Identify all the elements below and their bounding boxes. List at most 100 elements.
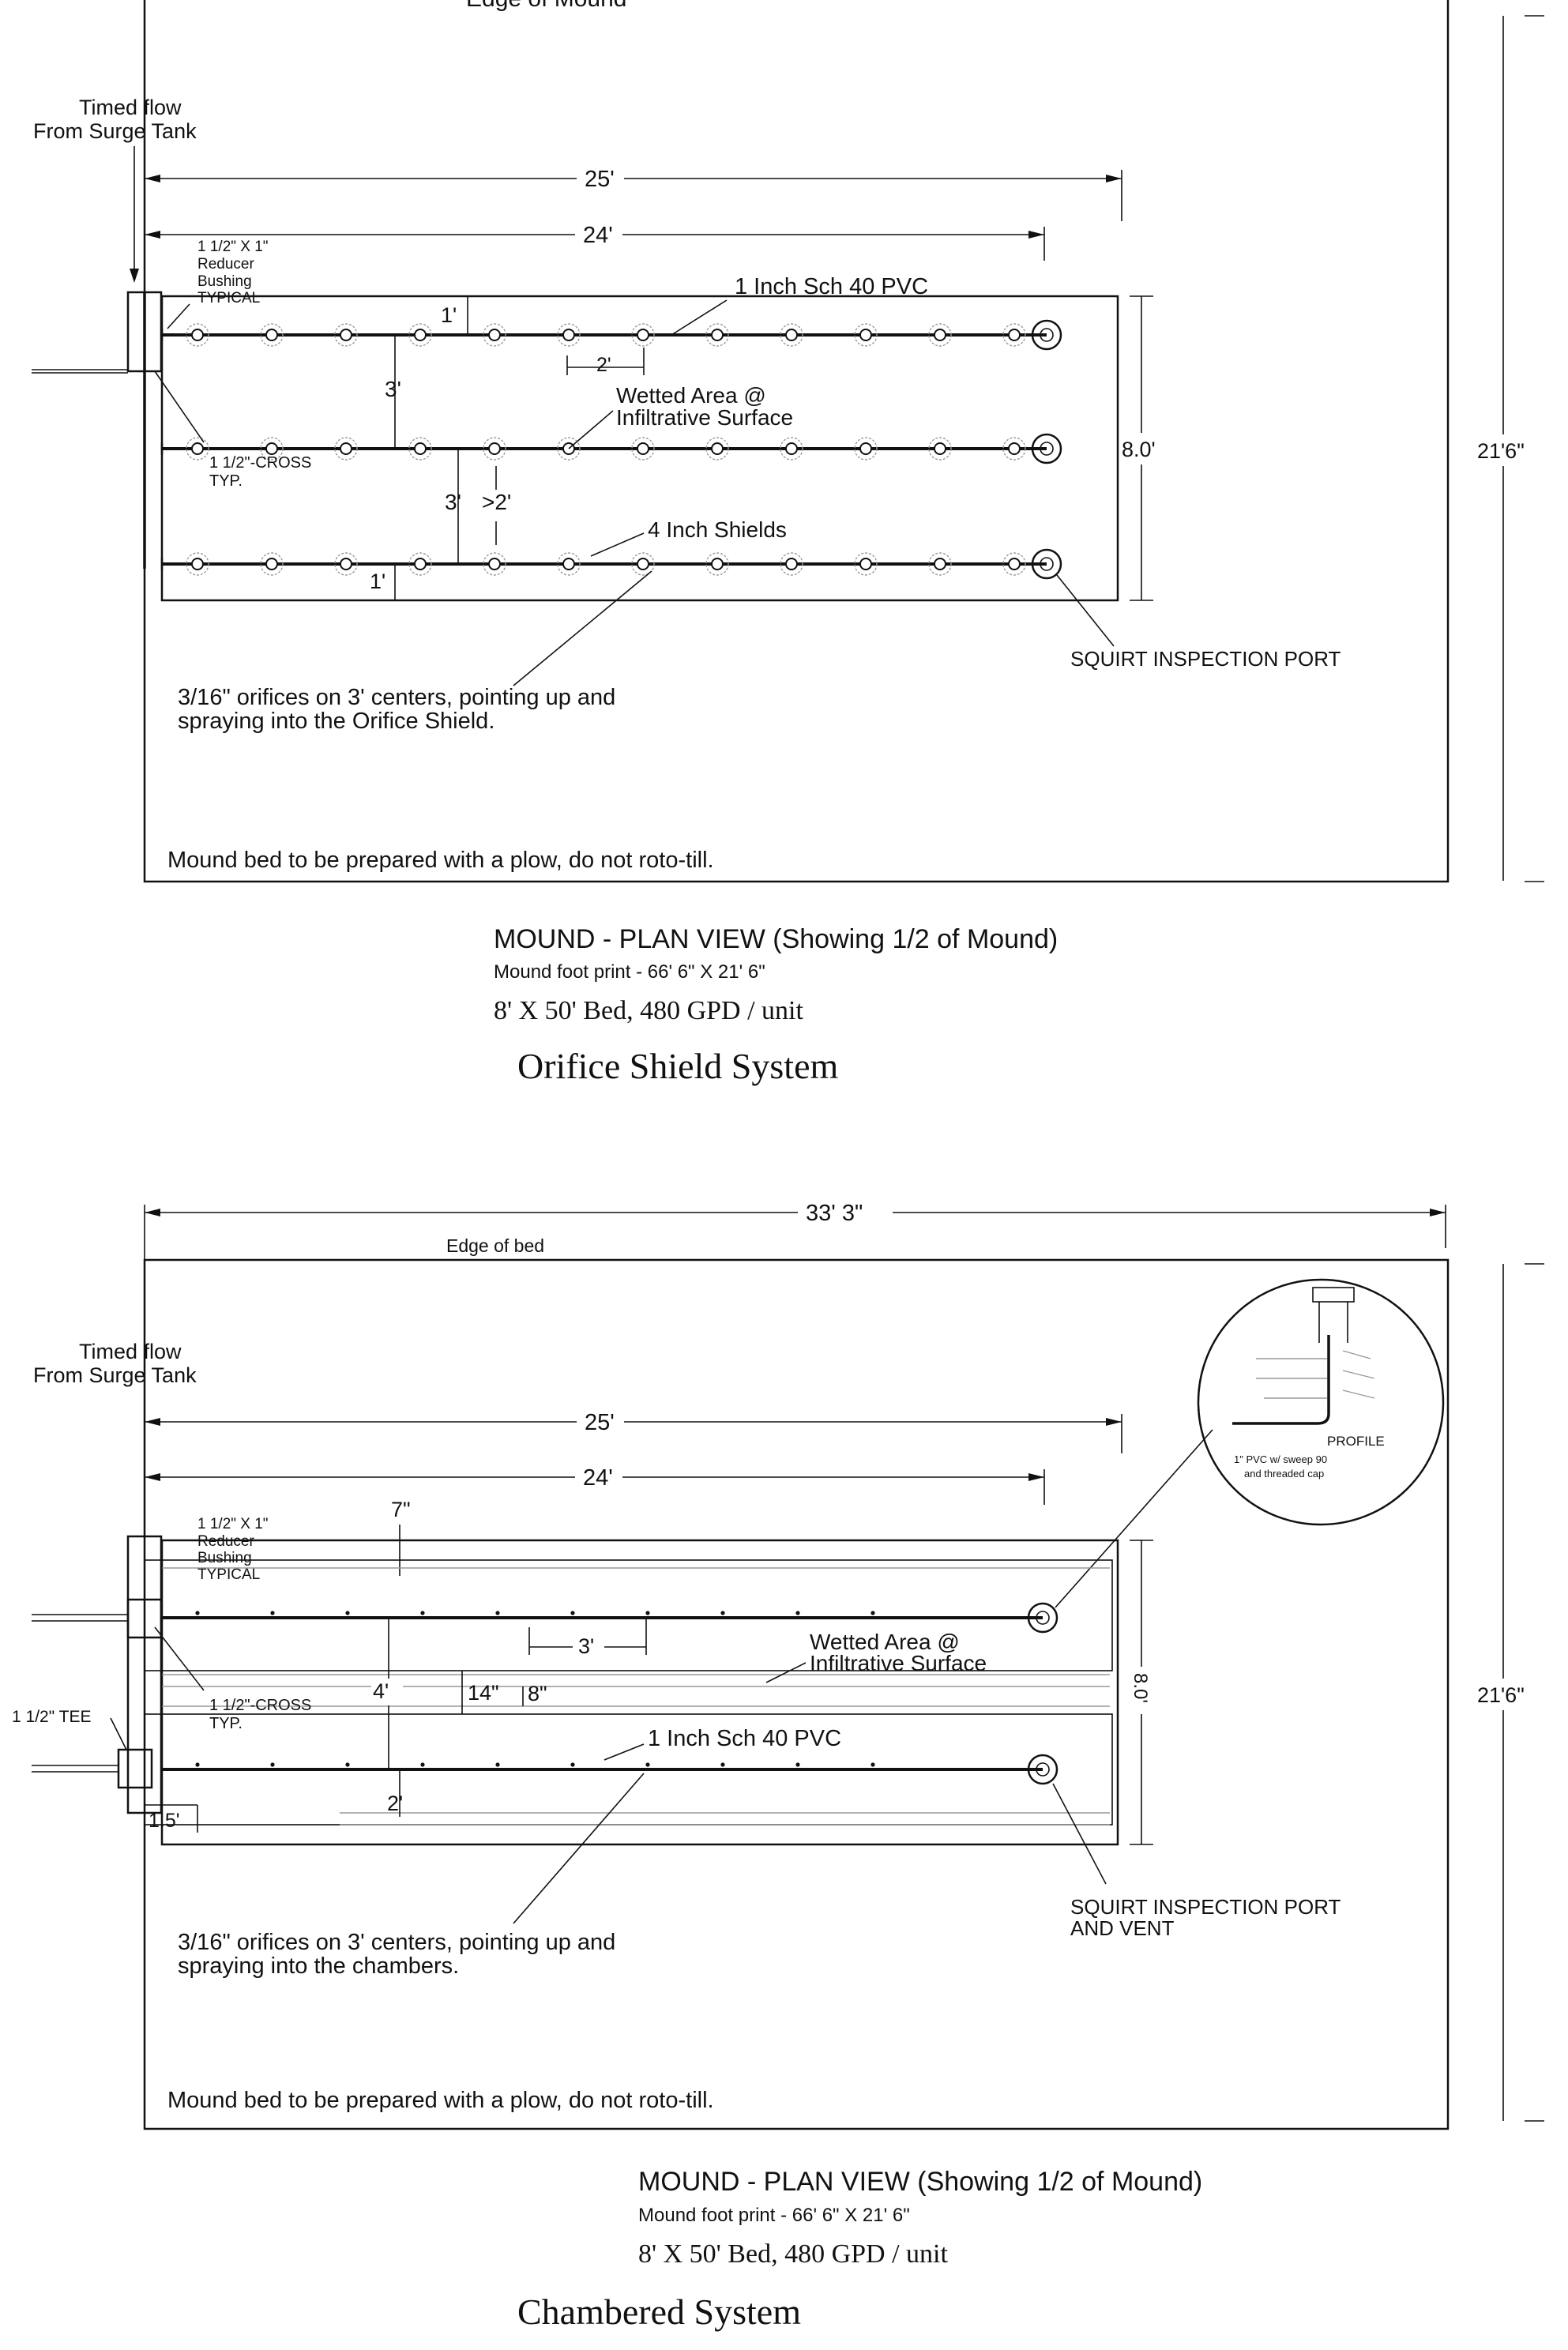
orifice-shield	[1002, 552, 1026, 576]
orifice-shield	[260, 437, 284, 461]
dim-1-bottom: 1'	[370, 570, 385, 593]
tee-fitting	[117, 1748, 153, 1789]
wetted-area-label-1-b: Wetted Area @	[810, 1630, 960, 1654]
orifice-dot	[195, 1762, 200, 1767]
caption-bed: 8' X 50' Bed, 480 GPD / unit	[494, 996, 803, 1025]
orifice-shield-core	[711, 329, 724, 341]
orifice-shield	[928, 323, 952, 347]
dim-7-in: 7"	[391, 1498, 411, 1521]
orifice-shield-core	[934, 329, 946, 341]
profile-desc-2: and threaded cap	[1244, 1468, 1324, 1480]
manifold-bottom	[126, 1535, 163, 1814]
system-name: Orifice Shield System	[517, 1046, 838, 1086]
orifice-note-2: spraying into the Orifice Shield.	[178, 709, 494, 734]
orifice-dot	[645, 1611, 650, 1615]
profile-inset: PROFILE 1" PVC w/ sweep 90 and threaded …	[1197, 1278, 1445, 1526]
orifice-shield-core	[637, 329, 649, 341]
dim-1-top: 1'	[441, 303, 457, 327]
orifice-shield-core	[191, 558, 204, 570]
orifice-shield	[557, 552, 581, 576]
orifice-shield	[334, 323, 358, 347]
orifice-shield-core	[562, 329, 575, 341]
lateral-pipes	[160, 329, 1047, 570]
orifice-dot	[420, 1611, 425, 1615]
orifice-shield	[483, 552, 506, 576]
orifice-shield-core	[711, 558, 724, 570]
orifice-shields	[186, 323, 1026, 576]
cross-label-1: 1 1/2"-CROSS	[209, 454, 311, 472]
caption-bed-b: 8' X 50' Bed, 480 GPD / unit	[638, 2239, 948, 2269]
orifice-shield-core	[1008, 442, 1021, 455]
dim-2-b: 2'	[387, 1792, 403, 1815]
orifice-dot	[495, 1611, 500, 1615]
dim-24-label: 24'	[583, 223, 613, 248]
dim-24-label-b: 24'	[583, 1465, 613, 1491]
orifice-shield-core	[711, 442, 724, 455]
squirt-inspection-ports	[1031, 319, 1062, 580]
orifice-shield-core	[340, 558, 352, 570]
edge-of-mound-label: Edge of Mound	[466, 0, 626, 12]
orifice-shield	[854, 552, 878, 576]
orifice-shield	[928, 552, 952, 576]
orifice-dot	[420, 1762, 425, 1767]
orifice-shield-core	[191, 329, 204, 341]
pipe-label-b: 1 Inch Sch 40 PVC	[648, 1726, 841, 1751]
pipe-label: 1 Inch Sch 40 PVC	[735, 274, 928, 299]
orifice-shield-core	[785, 442, 798, 455]
orifice-shield	[260, 552, 284, 576]
timed-flow-label-2-b: From Surge Tank	[33, 1363, 197, 1387]
cross-label-2-b: TYP.	[209, 1715, 243, 1732]
caption-footprint-b: Mound foot print - 66' 6" X 21' 6"	[638, 2205, 910, 2226]
wetted-area-label-2-b: Infiltrative Surface	[810, 1651, 987, 1675]
reducer-label-3-b: Bushing	[197, 1550, 252, 1566]
inspection-port-3	[1031, 548, 1062, 580]
orifice-shield	[631, 323, 655, 347]
orifice-shield-core	[414, 329, 427, 341]
orifice-shield	[483, 437, 506, 461]
orifice-shield-core	[859, 442, 872, 455]
orifice-note-1-b: 3/16" orifices on 3' centers, pointing u…	[178, 1930, 615, 1955]
orifice-shield-plan: Edge of Mound Timed flow From Surge Tank…	[32, 0, 1548, 1086]
orifice-shield	[408, 437, 432, 461]
profile-label: PROFILE	[1327, 1434, 1385, 1449]
reducer-label-2: Reducer	[197, 256, 254, 273]
profile-circle	[1197, 1278, 1445, 1526]
timed-flow-label-1: Timed flow	[79, 96, 182, 119]
orifice-shield-core	[488, 442, 501, 455]
orifice-shield	[705, 552, 729, 576]
orifice-shield-core	[265, 558, 278, 570]
orifice-shield	[928, 437, 952, 461]
orifice-shield	[334, 552, 358, 576]
bed-outline-bottom	[160, 1539, 1119, 1846]
manifold-cross-bottom	[126, 1598, 163, 1639]
orifice-shield	[186, 552, 209, 576]
cross-label-1-b: 1 1/2"-CROSS	[209, 1697, 311, 1714]
plow-note-b: Mound bed to be prepared with a plow, do…	[167, 2088, 714, 2113]
dim-33-label: 33' 3"	[806, 1201, 863, 1226]
orifice-dot	[495, 1762, 500, 1767]
orifice-shield-core	[265, 329, 278, 341]
orifice-note-1: 3/16" orifices on 3' centers, pointing u…	[178, 685, 615, 710]
dim-21-6: 21'6"	[1477, 439, 1525, 463]
orifice-shield-core	[562, 558, 575, 570]
reducer-label-1-b: 1 1/2" X 1"	[197, 1516, 269, 1532]
orifice-shield-core	[785, 558, 798, 570]
inspection-port-1	[1031, 319, 1062, 351]
orifice-shield	[705, 323, 729, 347]
orifice-dot	[345, 1611, 350, 1615]
chambered-plan: 33' 3" Edge of bed Timed flow From Surge…	[12, 1198, 1548, 2332]
orifice-dots	[195, 1611, 875, 1767]
orifice-dot	[720, 1611, 725, 1615]
orifice-shield	[557, 437, 581, 461]
dim-3b: 3'	[445, 490, 461, 514]
orifice-dot	[645, 1762, 650, 1767]
dim-8-0: 8.0'	[1122, 438, 1156, 461]
shields-label: 4 Inch Shields	[648, 517, 787, 542]
orifice-note-2-b: spraying into the chambers.	[178, 1953, 459, 1979]
orifice-shield	[408, 552, 432, 576]
orifice-shield-core	[859, 329, 872, 341]
orifice-shield	[557, 323, 581, 347]
dim-3-b: 3'	[578, 1634, 594, 1658]
caption-title-b: MOUND - PLAN VIEW (Showing 1/2 of Mound)	[638, 2167, 1202, 2197]
